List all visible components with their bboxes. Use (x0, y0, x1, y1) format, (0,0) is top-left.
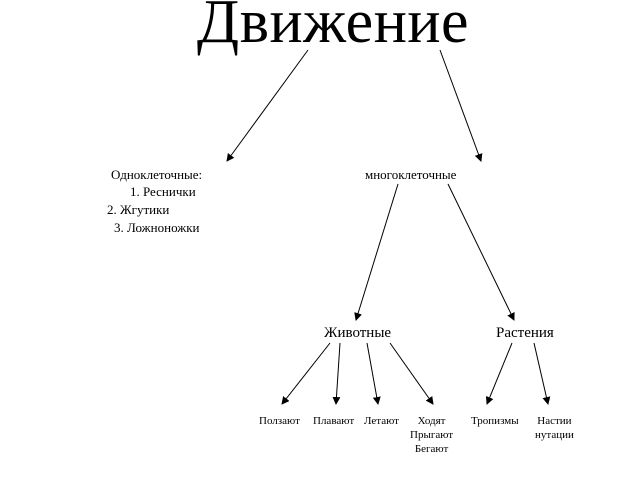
multicellular-label: многоклеточные (365, 167, 457, 182)
animals-child-walk-line-1: Ходят (417, 415, 446, 427)
animals-child-walk-line-2: Прыгают (410, 429, 454, 441)
plants-child-nastics: Настии нутации (535, 414, 574, 442)
unicellular-item-3: 3. Ложноножки (114, 220, 200, 235)
arrow-to-tropisms (485, 342, 513, 405)
arrow-to-swim (332, 342, 341, 405)
arrow-to-plants (447, 183, 515, 321)
animals-child-swim-text: Плавают (313, 415, 355, 427)
arrow-to-animals (354, 183, 399, 321)
animals-child-crawl: Ползают (259, 414, 300, 428)
arrow-to-fly (366, 342, 381, 405)
animals-child-walk: Ходят Прыгают Бегают (410, 414, 453, 456)
plants-child-tropisms: Тропизмы (471, 414, 519, 428)
arrow-to-crawl (281, 342, 331, 405)
arrow-to-walk (389, 342, 434, 405)
animals-child-crawl-text: Ползают (259, 415, 300, 427)
unicellular-label: Одноклеточные: (111, 167, 203, 182)
plants-child-tropisms-text: Тропизмы (471, 415, 519, 427)
animals-child-fly: Летают (364, 414, 399, 428)
animals-label: Животные (324, 325, 392, 341)
animals-child-swim: Плавают (313, 414, 354, 428)
animals-child-fly-text: Летают (364, 415, 399, 427)
arrow-to-unicellular (226, 49, 309, 162)
plants-child-nastics-line-2: нутации (535, 429, 574, 441)
plants-child-nastics-line-1: Настии (537, 415, 572, 427)
unicellular-item-2: 2. Жгутики (107, 202, 170, 217)
unicellular-item-1: 1. Реснички (130, 184, 196, 199)
diagram-title: Движение (196, 0, 470, 56)
plants-label: Растения (496, 325, 554, 341)
arrow-to-nastics (533, 342, 551, 405)
animals-child-walk-line-3: Бегают (414, 443, 449, 455)
arrow-to-multicellular (439, 49, 483, 162)
